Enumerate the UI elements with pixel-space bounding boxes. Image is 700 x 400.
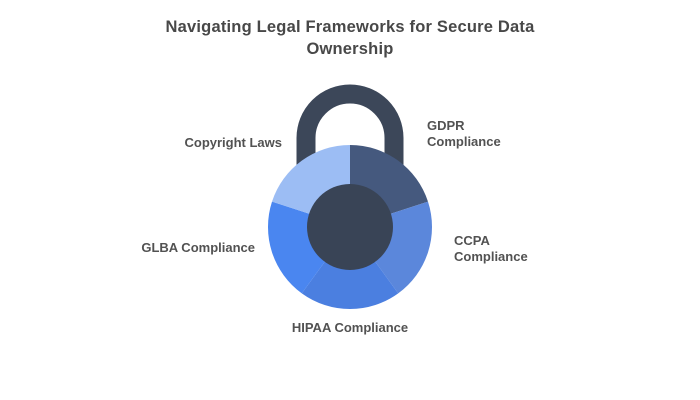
lock-body-segments	[267, 144, 433, 310]
lock-segment-ccpa-compliance	[374, 201, 433, 294]
segment-label-hipaa-compliance: HIPAA Compliance	[291, 320, 409, 335]
keyhole-disc	[307, 184, 393, 270]
lock-segment-glba-compliance	[267, 201, 326, 294]
lock-segment-gdpr-compliance	[350, 145, 428, 215]
segment-label-glba-compliance: GLBA Compliance	[141, 240, 255, 255]
segment-label-copyright-laws: Copyright Laws	[184, 135, 282, 150]
lock-segment-copyright-laws	[272, 144, 350, 215]
lock-segment-hipaa-compliance	[301, 260, 399, 310]
segment-label-gdpr-compliance: GDPR Compliance	[427, 118, 501, 149]
segment-label-ccpa-compliance: CCPA Compliance	[454, 233, 528, 264]
page-title: Navigating Legal Frameworks for Secure D…	[165, 18, 535, 58]
shackle-icon	[296, 84, 404, 180]
